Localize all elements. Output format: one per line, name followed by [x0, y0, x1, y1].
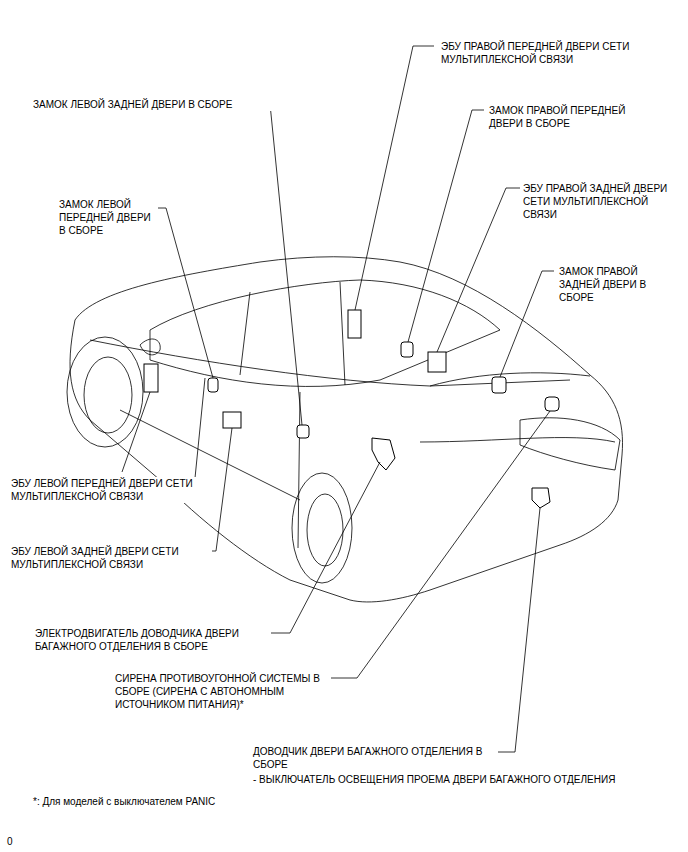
- front-wheel-rim: [84, 357, 132, 433]
- leader-line: [252, 462, 380, 633]
- part-label: - ВЫКЛЮЧАТЕЛЬ ОСВЕЩЕНИЯ ПРОЕМА ДВЕРИ БАГ…: [252, 773, 616, 786]
- leader-line: [500, 271, 554, 377]
- siren-symbol: [545, 397, 559, 411]
- ecu-symbol: [348, 310, 361, 338]
- lock-symbol: [297, 425, 309, 438]
- part-label: ЗАМОК ЛЕВОЙ ЗАДНЕЙ ДВЕРИ В СБОРЕ: [32, 98, 274, 111]
- part-label: ЭБУ ПРАВОЙ ПЕРЕДНЕЙ ДВЕРИ СЕТИ МУЛЬТИПЛЕ…: [440, 40, 632, 66]
- car-greenhouse: [150, 280, 500, 386]
- car-door-lines: [120, 378, 300, 548]
- page-number: 0: [6, 835, 14, 848]
- ecu-symbol: [428, 352, 446, 372]
- closer-symbol: [532, 488, 550, 508]
- car-taillight: [520, 418, 620, 470]
- leader-line: [196, 428, 232, 551]
- leader-line: [155, 208, 213, 378]
- leader-line: [437, 188, 520, 352]
- leader-line: [326, 411, 550, 678]
- front-wheel: [67, 337, 143, 447]
- motor-symbol: [372, 438, 395, 470]
- lock-symbol: [492, 377, 506, 393]
- rear-wheel-rim: [307, 494, 343, 566]
- part-label: ДОВОДЧИК ДВЕРИ БАГАЖНОГО ОТДЕЛЕНИЯ В СБО…: [252, 745, 496, 771]
- part-label: ЗАМОК ПРАВОЙ ПЕРЕДНЕЙ ДВЕРИ В СБОРЕ: [488, 104, 655, 130]
- leader-line: [258, 104, 302, 425]
- leader-line: [498, 508, 540, 752]
- lock-symbol: [401, 342, 413, 357]
- ecu-symbol: [144, 364, 158, 392]
- leader-line: [355, 46, 434, 310]
- lock-symbol: [208, 378, 218, 392]
- part-label: ЭБУ ЛЕВОЙ ПЕРЕДНЕЙ ДВЕРИ СЕТИ МУЛЬТИПЛЕК…: [10, 477, 197, 503]
- car-trunk: [420, 373, 615, 442]
- leader-line: [408, 110, 484, 342]
- ecu-symbol: [223, 412, 241, 428]
- part-label: ЭБУ ПРАВОЙ ЗАДНЕЙ ДВЕРИ СЕТИ МУЛЬТИПЛЕКС…: [522, 182, 684, 221]
- part-label: ЭБУ ЛЕВОЙ ЗАДНЕЙ ДВЕРИ СЕТИ МУЛЬТИПЛЕКСН…: [10, 545, 212, 571]
- car-mirror: [140, 339, 160, 355]
- part-label: ЭЛЕКТРОДВИГАТЕЛЬ ДОВОДЧИКА ДВЕРИ БАГАЖНО…: [34, 627, 271, 653]
- part-label: ЗАМОК ПРАВОЙ ЗАДНЕЙ ДВЕРИ В СБОРЕ: [558, 265, 654, 304]
- footnote: *: Для моделей с выключателем PANIC: [32, 795, 216, 808]
- parts: [144, 310, 559, 508]
- leader-line: [122, 392, 150, 472]
- rear-wheel: [292, 473, 352, 583]
- part-label: ЗАМОК ЛЕВОЙ ПЕРЕДНЕЙ ДВЕРИ В СБОРЕ: [58, 198, 158, 237]
- part-label: СИРЕНА ПРОТИВОУГОННОЙ СИСТЕМЫ В СБОРЕ (С…: [114, 672, 331, 711]
